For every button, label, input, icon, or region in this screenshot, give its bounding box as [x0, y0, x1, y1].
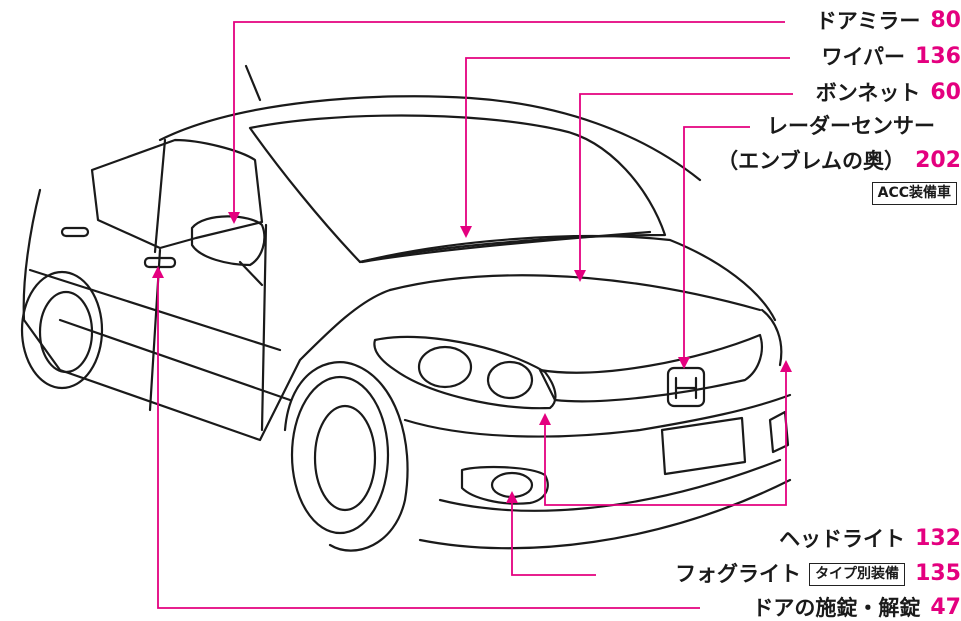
- rear-door-handle: [60, 226, 90, 238]
- headlight-unit: [373, 335, 557, 410]
- leader-headlight: [544, 372, 787, 506]
- front-wheel-arch: [283, 361, 409, 552]
- door-lock-page[interactable]: 47: [930, 595, 961, 620]
- callout-bonnet: ボンネット 60: [816, 82, 961, 104]
- headlight-page[interactable]: 132: [915, 526, 961, 551]
- emblem: [666, 366, 706, 408]
- door-mirror-page[interactable]: 80: [930, 8, 961, 33]
- radar-sensor-page[interactable]: 202: [915, 148, 961, 173]
- leader-radar: [683, 126, 750, 357]
- leader-wiper: [465, 57, 790, 226]
- wiper-label: ワイパー: [821, 44, 906, 69]
- radar-sensor-sublabel: （エンブレムの奥）: [717, 148, 906, 173]
- wiper-page[interactable]: 136: [915, 44, 961, 69]
- front-bumper: [438, 458, 782, 512]
- right-headlight: [760, 308, 783, 367]
- headlight-label: ヘッドライト: [779, 526, 906, 551]
- leader-bonnet: [579, 93, 793, 270]
- door-mirror: [190, 215, 266, 267]
- bonnet-page[interactable]: 60: [930, 80, 961, 105]
- callout-headlight: ヘッドライト 132: [779, 528, 961, 550]
- leader-arrowheads: [152, 212, 792, 503]
- callout-radar-sensor: レーダーセンサー: [767, 116, 935, 137]
- wiper-blade: [360, 230, 652, 264]
- roof-line: [158, 95, 702, 182]
- acc-equipped-badge: ACC装備車: [871, 182, 957, 205]
- fog-light-housing: [460, 465, 549, 505]
- door-mirror-label: ドアミラー: [815, 8, 921, 33]
- leader-foglight: [511, 503, 596, 576]
- callout-wiper: ワイパー 136: [821, 46, 961, 68]
- callout-door-lock: ドアの施錠・解錠 47: [752, 597, 961, 619]
- foglight-label: フォグライト: [675, 561, 802, 586]
- windshield: [248, 114, 667, 264]
- door-lock-label: ドアの施錠・解錠: [752, 595, 921, 620]
- license-plate: [660, 416, 747, 476]
- front-wheel: [290, 375, 390, 535]
- callout-door-mirror: ドアミラー 80: [816, 10, 961, 32]
- front-door-handle: [143, 256, 177, 269]
- hood-edge: [358, 235, 777, 322]
- grille: [538, 333, 763, 403]
- antenna: [244, 64, 262, 102]
- bonnet-label: ボンネット: [815, 80, 921, 105]
- rear-wheel: [20, 270, 104, 390]
- callout-radar-sensor-location: （エンブレムの奥） 202: [717, 150, 961, 172]
- leader-door-lock: [157, 278, 700, 609]
- side-window: [90, 138, 264, 250]
- foglight-page[interactable]: 135: [915, 561, 961, 587]
- type-equipment-badge: タイプ別装備: [809, 563, 906, 586]
- callout-foglight: フォグライト タイプ別装備 135: [675, 563, 961, 586]
- radar-sensor-label: レーダーセンサー: [767, 114, 935, 138]
- leader-door-mirror: [233, 21, 785, 212]
